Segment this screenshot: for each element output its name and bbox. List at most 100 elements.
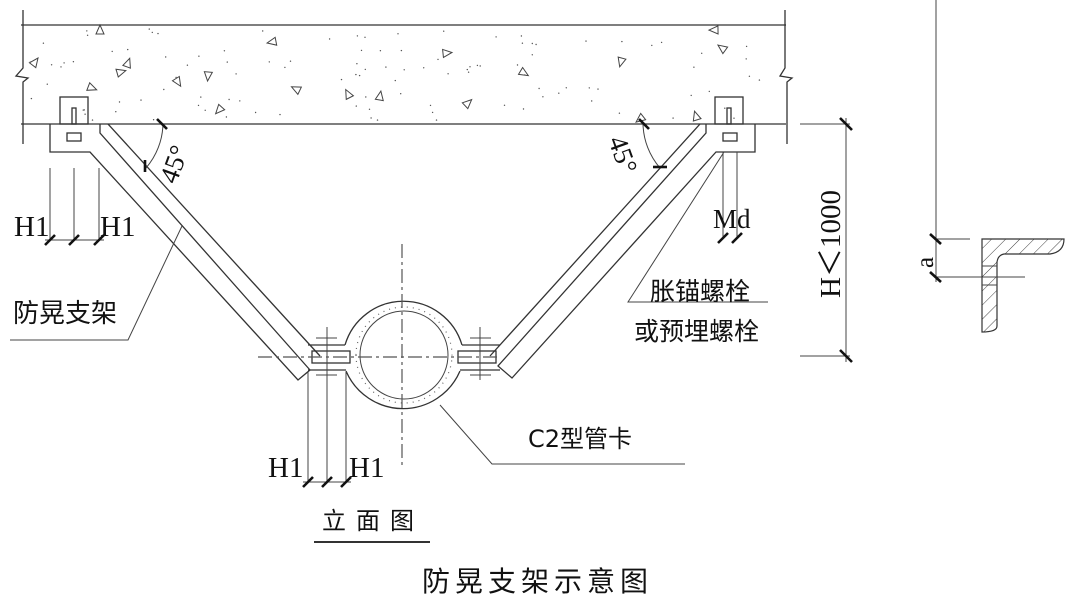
aggregate-speck (651, 44, 653, 47)
aggregate-speck (521, 42, 524, 44)
aggregate-speck (50, 64, 53, 66)
bracket-label: 防晃支架 (13, 299, 117, 329)
aggregate-mark (716, 44, 729, 55)
aggregate-speck (358, 74, 361, 77)
aggregate-speck (328, 38, 331, 40)
h1-label-bottom-b: H1 (349, 452, 384, 484)
left-h1-dimension (44, 168, 105, 246)
aggregate-speck (591, 100, 593, 102)
aggregate-speck (254, 111, 257, 114)
angle-left-marker (143, 118, 168, 172)
aggregate-speck (355, 73, 357, 76)
aggregate-speck (356, 35, 359, 37)
aggregate-speck (72, 61, 75, 63)
aggregate-mark (374, 89, 384, 102)
aggregate-mark (171, 75, 182, 88)
aggregate-speck (495, 36, 497, 38)
aggregate-speck (531, 42, 533, 45)
aggregate-speck (400, 49, 403, 52)
height-dim-label: H＜1000 (815, 190, 847, 298)
aggregate-speck (148, 28, 150, 30)
aggregate-mark (121, 57, 131, 69)
leaders (10, 151, 768, 465)
aggregate-speck (42, 42, 45, 44)
aggregate-speck (360, 49, 363, 52)
aggregate-mark (115, 68, 127, 78)
aggregate-speck (403, 69, 405, 71)
aggregate-speck (268, 61, 270, 63)
aggregate-speck (118, 101, 121, 103)
aggregate-speck (588, 87, 590, 89)
aggregate-speck (289, 60, 292, 62)
aggregate-speck (86, 30, 88, 32)
aggregate-speck (370, 117, 372, 119)
md-dimension (717, 152, 743, 244)
aggregate-speck (223, 50, 226, 52)
aggregate-speck (376, 119, 379, 121)
aggregate-speck (400, 93, 402, 95)
height-dimension (800, 117, 853, 363)
bottom-h1-dimension (302, 372, 352, 488)
aggregate-speck (758, 79, 761, 81)
aggregate-speck (165, 56, 167, 58)
aggregate-speck (476, 64, 479, 67)
aggregate-speck (115, 111, 117, 113)
aggregate-speck (364, 68, 366, 71)
aggregate-speck (708, 90, 710, 93)
aggregate-speck (558, 92, 560, 94)
aggregate-speck (279, 113, 281, 116)
aggregate-speck (693, 66, 695, 68)
aggregate-speck (394, 79, 396, 82)
aggregate-speck (200, 96, 202, 98)
aggregate-speck (340, 78, 343, 81)
aggregate-mark (707, 25, 719, 35)
aggregate-speck (435, 119, 438, 121)
aggregate-speck (745, 45, 748, 48)
aggregate-speck (431, 111, 434, 114)
aggregate-speck (621, 40, 623, 43)
aggregate-speck (423, 67, 425, 69)
aggregate-mark (692, 110, 702, 122)
aggregate-speck (356, 63, 358, 65)
aggregate-speck (467, 71, 470, 73)
aggregate-speck (542, 96, 544, 98)
aggregate-mark (461, 98, 473, 110)
aggregate-speck (466, 68, 468, 71)
aggregate-speck (503, 104, 506, 107)
aggregate-speck (111, 50, 113, 53)
view-label: 立面图 (322, 507, 424, 535)
aggregate-speck (365, 96, 367, 98)
aggregate-speck (284, 66, 286, 69)
concrete-slab (14, 10, 794, 144)
aggregate-speck (672, 117, 674, 119)
section-a-label: a (912, 257, 939, 268)
aggregate-mark (442, 48, 454, 59)
aggregate-speck (364, 36, 366, 38)
aggregate-speck (228, 98, 230, 101)
aggregate-speck (535, 43, 537, 46)
aggregate-speck (745, 58, 747, 60)
aggregate-speck (186, 64, 189, 66)
clamp-label: C2型管卡 (528, 425, 632, 453)
aggregate-speck (385, 66, 387, 68)
aggregate-speck (127, 48, 129, 51)
aggregate-mark (203, 71, 214, 83)
aggregate-speck (235, 73, 237, 75)
aggregate-speck (157, 32, 159, 35)
aggregate-speck (63, 62, 65, 64)
aggregate-speck (115, 69, 117, 71)
diagram-title: 防晃支架示意图 (422, 565, 653, 598)
aggregate-speck (29, 61, 31, 63)
aggregate-speck (86, 34, 89, 36)
aggregate-speck (520, 35, 523, 37)
aggregate-speck (198, 55, 200, 57)
aggregate-mark (95, 23, 105, 35)
aggregate-mark (214, 103, 226, 115)
h1-label-top-left-a: H1 (14, 211, 49, 243)
aggregate-speck (60, 66, 62, 68)
angle-right-label: 45° (602, 132, 643, 178)
aggregate-speck (429, 104, 432, 107)
aggregate-speck (724, 107, 726, 109)
right-anchor (489, 96, 756, 379)
aggregate-speck (516, 64, 519, 66)
